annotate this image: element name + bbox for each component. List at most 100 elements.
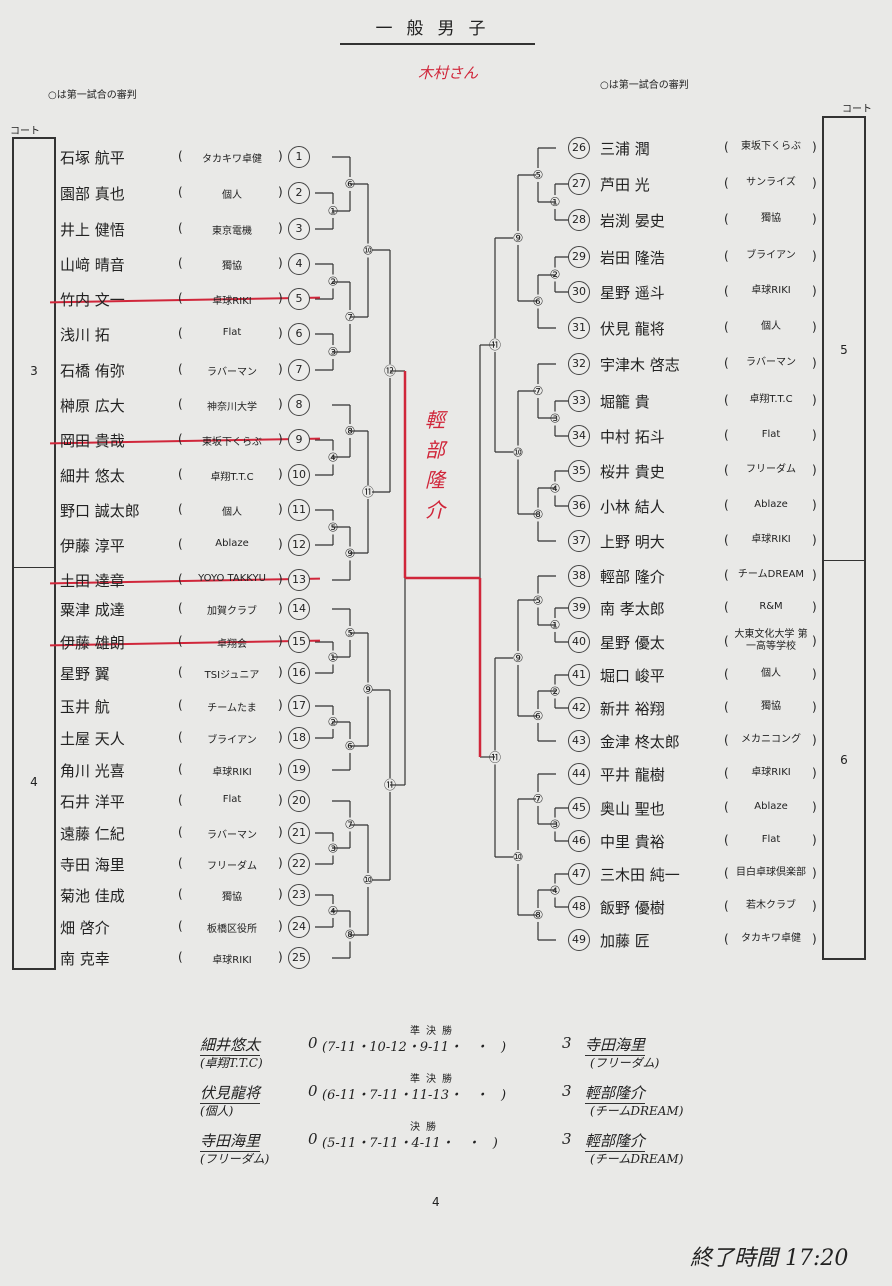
player-club: サンライズ [746, 177, 796, 188]
paren-open: ( [178, 730, 183, 744]
loser-name: 寺田海里 [200, 1132, 261, 1152]
paren-open: ( [178, 502, 183, 516]
player-club: 獨協 [761, 213, 781, 224]
player-club: Flat [222, 794, 242, 805]
seed-number: 2 [288, 182, 310, 204]
match-number-bg [511, 445, 525, 460]
player-club: YOYO TAKKYU [198, 573, 266, 584]
paren-close: ) [278, 698, 283, 712]
right-match-number: ⑩ [513, 850, 524, 864]
player-club: ブライアン [207, 735, 257, 746]
right-match-number: ⑥ [533, 295, 544, 309]
player-club: タカキワ卓健 [202, 154, 262, 165]
player-name: 石橋 侑弥 [60, 361, 125, 380]
paren-close: ) [278, 467, 283, 481]
paren-close: ) [812, 932, 817, 946]
seed-number: 12 [288, 534, 310, 556]
court-number: 6 [840, 753, 848, 767]
loser-score: 0 [308, 1130, 318, 1148]
paren-open: ( [724, 800, 729, 814]
seed-number: 19 [288, 759, 310, 781]
paren-close: ) [278, 432, 283, 446]
match-number-bg [511, 651, 525, 665]
player-club: 個人 [761, 668, 781, 679]
player-club: 卓球RIKI [751, 534, 791, 545]
player-club: 卓球RIKI [751, 285, 791, 296]
player-club: 卓球RIKI [212, 767, 252, 778]
paren-open: ( [724, 833, 729, 847]
paren-open: ( [178, 698, 183, 712]
paren-close: ) [812, 866, 817, 880]
paren-open: ( [178, 665, 183, 679]
paren-open: ( [178, 221, 183, 235]
player-club: 東坂下くらぶ [741, 141, 801, 152]
paren-close: ) [278, 256, 283, 270]
player-name: 土屋 天人 [60, 729, 125, 748]
left-match-number: ⑩ [363, 873, 374, 887]
right-match-number: ⑦ [533, 384, 544, 398]
paren-open: ( [724, 733, 729, 747]
player-club: 個人 [222, 507, 242, 518]
player-name: 芦田 光 [600, 175, 650, 194]
player-name: 飯野 優樹 [600, 898, 665, 917]
player-club: 卓翔会 [217, 639, 247, 650]
paren-close: ) [278, 149, 283, 163]
game-scores: (5-11・7-11・4-11・ ・ ) [322, 1136, 498, 1151]
page-number: 4 [432, 1195, 440, 1209]
winner-name: 輕部隆介 [585, 1132, 646, 1152]
player-club: 卓球RIKI [751, 767, 791, 778]
seed-number: 49 [568, 929, 590, 951]
paren-open: ( [724, 932, 729, 946]
paren-open: ( [724, 463, 729, 477]
paren-open: ( [178, 793, 183, 807]
player-club: 獨協 [222, 261, 242, 272]
player-club: ブライアン [746, 250, 796, 261]
paren-close: ) [812, 284, 817, 298]
seed-number: 25 [288, 947, 310, 969]
match-number-bg [361, 485, 375, 499]
player-name: 岡田 貴哉 [60, 431, 125, 450]
paren-close: ) [278, 221, 283, 235]
player-club: Ablaze [754, 499, 788, 510]
paren-open: ( [178, 397, 183, 411]
seed-number: 24 [288, 916, 310, 938]
paren-open: ( [178, 825, 183, 839]
winner-club: (チームDREAM) [590, 1104, 684, 1118]
player-name: 宇津木 啓志 [600, 355, 680, 374]
seed-number: 10 [288, 464, 310, 486]
paren-open: ( [724, 428, 729, 442]
player-name: 三浦 潤 [600, 139, 650, 158]
player-name: 小林 結人 [600, 497, 665, 516]
seed-number: 22 [288, 853, 310, 875]
player-club: ラバーマン [746, 357, 796, 368]
player-name: 加藤 匠 [600, 931, 650, 950]
court-box-4: 4 [12, 565, 56, 970]
player-name: 南 克幸 [60, 949, 110, 968]
player-name: 寺田 海里 [60, 855, 125, 874]
seed-number: 4 [288, 253, 310, 275]
paren-close: ) [278, 572, 283, 586]
seed-number: 37 [568, 530, 590, 552]
court-label-left: コート [10, 126, 40, 137]
seed-number: 35 [568, 460, 590, 482]
player-name: 遠藤 仁紀 [60, 824, 125, 843]
player-name: 畑 啓介 [60, 918, 110, 937]
seed-number: 33 [568, 390, 590, 412]
player-name: 中里 貴裕 [600, 832, 665, 851]
paren-close: ) [812, 533, 817, 547]
paren-open: ( [724, 320, 729, 334]
paren-close: ) [278, 665, 283, 679]
player-name: 野口 誠太郎 [60, 501, 140, 520]
right-match-number: ⑤ [533, 168, 544, 182]
paren-close: ) [812, 249, 817, 263]
player-club: 加賀クラブ [207, 606, 257, 617]
round-label: 準決勝 [410, 1026, 458, 1037]
player-name: 星野 優太 [600, 633, 665, 652]
match-number-bg [531, 709, 545, 723]
player-name: 上野 明大 [600, 532, 665, 551]
player-name: 金津 柊太郎 [600, 732, 680, 751]
right-match-number: ⑧ [533, 908, 544, 922]
paren-close: ) [812, 320, 817, 334]
player-name: 南 孝太郎 [600, 599, 665, 618]
paren-close: ) [812, 212, 817, 226]
